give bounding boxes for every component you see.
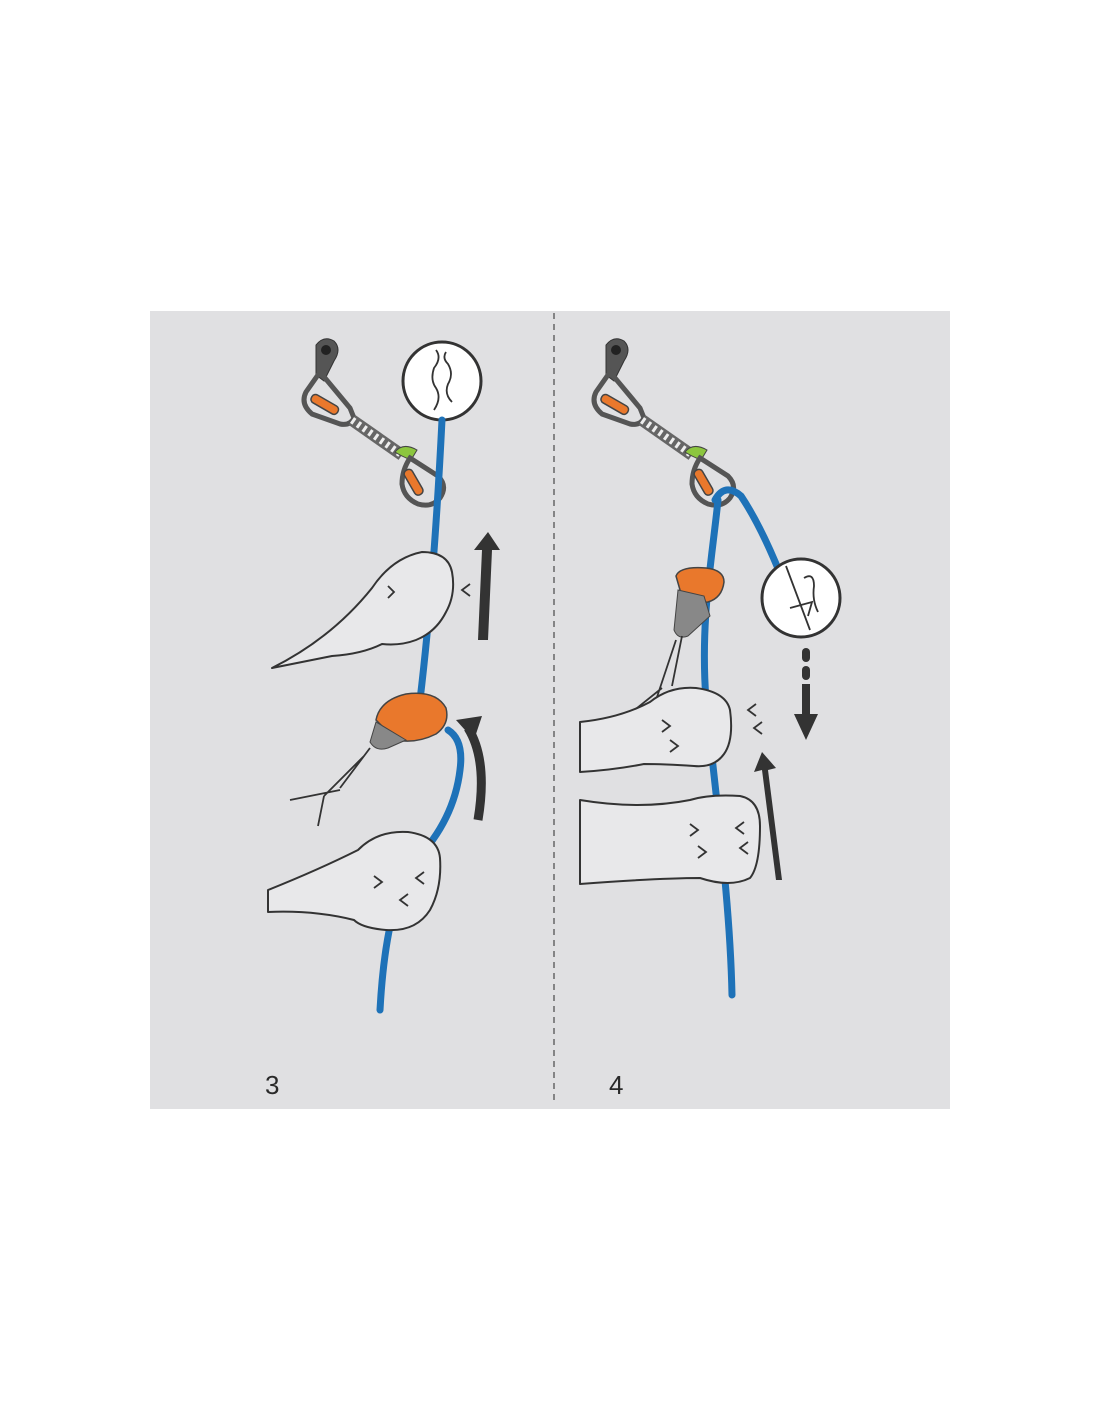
quickdraw-icon (301, 367, 446, 508)
step-3-illustration (267, 338, 500, 1014)
brake-hand-icon (267, 830, 442, 932)
climber-lowering-icon (760, 557, 842, 639)
step-label-3: 3 (265, 1070, 280, 1100)
pull-up-arrow-icon (474, 532, 500, 640)
belay-device-icon (621, 566, 725, 721)
step-4-illustration (579, 338, 842, 999)
feed-up-arrow-icon (754, 752, 782, 880)
belay-device-icon (289, 692, 448, 827)
curved-arrow-icon (464, 725, 486, 821)
climber-lead-icon (401, 340, 483, 422)
brake-hand-icon (579, 686, 733, 773)
guide-hand-icon (271, 551, 455, 669)
lower-down-arrow-icon (794, 648, 818, 740)
instruction-panel (150, 311, 950, 1109)
quickdraw-icon (591, 367, 736, 508)
step-label-4: 4 (609, 1070, 624, 1100)
feed-hand-icon (579, 794, 761, 885)
